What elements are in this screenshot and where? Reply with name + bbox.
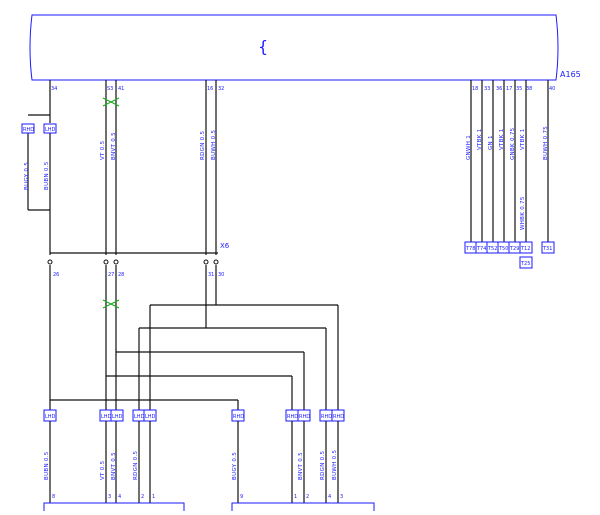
right-group: GNWH 1 VTBK 1 GN 1 VTBK 1 GNBK 0.75 VTBK… [464, 80, 555, 269]
x6-pin: 30 [218, 272, 224, 278]
connector-lhd [43, 123, 57, 134]
top-pin: 35 [516, 86, 522, 92]
connector-label: T78 [465, 246, 475, 252]
wire-label: GN 1 [488, 135, 494, 150]
module-symbol: { [258, 37, 268, 56]
top-pin: S3 [107, 86, 113, 92]
wire-label: BUGY 0.5 [24, 162, 30, 190]
wire-label: VTBK 1 [499, 128, 505, 150]
x6-pin: 28 [118, 272, 124, 278]
wire-label: BUGY 0.5 [232, 452, 238, 480]
connector-label: LHD [134, 414, 145, 420]
wire-label: GNBK 0.75 [510, 127, 516, 160]
wire-label: VTBK 1 [477, 128, 483, 150]
x6-label: X6 [220, 242, 230, 250]
connector-label: LHD [45, 127, 56, 133]
bottom-pin: 1 [152, 494, 155, 500]
module-label: A165 [560, 70, 581, 79]
wire-label: BNVT 0.5 [111, 132, 117, 160]
wire-label: BUWH 0.5 [211, 130, 217, 160]
connector-label: T12 [520, 246, 530, 252]
bottom-pin: 8 [52, 494, 55, 500]
top-pin: 32 [218, 86, 224, 92]
top-pin: 40 [549, 86, 555, 92]
wire-label: BNVT 0.5 [111, 452, 117, 480]
bottom-pin: 4 [328, 494, 331, 500]
connector-label: RHD [321, 414, 332, 420]
connector-t12 [519, 241, 533, 254]
wire-label: BUWH 0.75 [543, 126, 549, 160]
twist-icon [102, 299, 120, 309]
wire-label: VT 0.5 [100, 460, 106, 480]
left-branch: RHD LHD BUGY 0.5 BUBN 0.5 [21, 80, 57, 255]
lower-routing [49, 265, 339, 410]
wire-label: BUBN 0.5 [44, 161, 50, 190]
top-pin-labels: 34 S3 41 16 32 18 33 36 17 35 38 40 [51, 86, 555, 92]
connector-label: T74 [476, 246, 486, 252]
vt-pair: VT 0.5 BNVT 0.5 [100, 80, 120, 255]
bottom-wires: BUBN 0.5 VT 0.5 BNVT 0.5 RDGN 0.5 BUGY 0… [44, 421, 339, 511]
wire-label: BUBN 0.5 [44, 451, 50, 480]
connector-label: RHD [333, 414, 344, 420]
bottom-modules [43, 502, 375, 515]
connector-label: T25 [520, 261, 530, 267]
bottom-module-right [231, 502, 375, 515]
x6-pin: 27 [108, 272, 114, 278]
top-pin: 38 [526, 86, 532, 92]
bottom-pin: 9 [240, 494, 243, 500]
bottom-pin: 2 [306, 494, 309, 500]
connector-label: LHD [101, 414, 112, 420]
top-pin: 41 [118, 86, 124, 92]
connector-label: RHD [299, 414, 310, 420]
bottom-pin: 4 [118, 494, 121, 500]
wire-label: RDGN 0.5 [200, 130, 206, 160]
connector-t25 [519, 256, 533, 269]
connector-label: T52 [487, 246, 497, 252]
wire-label: VT 0.5 [100, 140, 106, 160]
bottom-pin: 1 [294, 494, 297, 500]
bottom-module-left [43, 502, 185, 515]
x6-pin: 26 [53, 272, 59, 278]
connector-x6: X6 26 27 28 31 30 [47, 242, 230, 278]
bottom-pin: 2 [141, 494, 144, 500]
twist-icon [102, 97, 120, 107]
connector-label: LHD [45, 414, 56, 420]
wire-label: BNVT 0.5 [298, 452, 304, 480]
x6-pin: 31 [208, 272, 214, 278]
connector-label: RHD [233, 414, 244, 420]
connector-rhd [21, 123, 35, 134]
module-a165: { A165 [29, 14, 581, 81]
top-pin: 33 [484, 86, 490, 92]
wire-label: BUWH 0.5 [332, 450, 338, 480]
wire-label: WHBK 0.75 [520, 196, 526, 230]
connector-label: T31 [542, 246, 552, 252]
connector-t31 [541, 241, 555, 254]
wire-label: GNWH 1 [466, 135, 472, 160]
top-pin: 34 [51, 86, 57, 92]
connector-label: T29 [509, 246, 519, 252]
top-pin: 36 [496, 86, 502, 92]
connector-label: T50 [498, 246, 508, 252]
bottom-pin: 3 [108, 494, 111, 500]
connector-label: LHD [112, 414, 123, 420]
top-pin: 18 [472, 86, 478, 92]
wire-label: VTBK 1 [520, 128, 526, 150]
wire-label: RDGN 0.5 [320, 450, 326, 480]
connector-label: LHD [145, 414, 156, 420]
rdgn-pair: RDGN 0.5 BUWH 0.5 [200, 80, 217, 255]
bottom-pin-labels: 8 3 4 2 1 9 1 2 4 3 [52, 494, 343, 500]
connector-label: RHD [287, 414, 298, 420]
top-pin: 16 [207, 86, 213, 92]
connector-label: RHD [23, 127, 34, 133]
bottom-pin: 3 [340, 494, 343, 500]
top-pin: 17 [506, 86, 512, 92]
wire-label: RDGN 0.5 [133, 450, 139, 480]
bottom-connectors: LHD LHD LHD LHD LHD RHD RHD RHD RHD RHD [43, 409, 345, 422]
